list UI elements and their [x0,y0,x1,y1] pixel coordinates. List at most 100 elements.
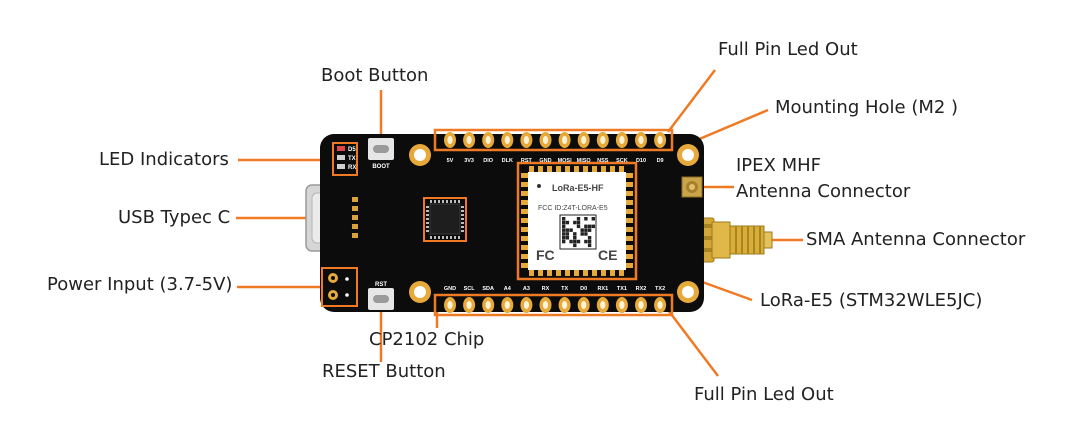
bottom-pin-hole [523,301,530,309]
qr-cell [587,239,592,244]
bottom-pin-hole [581,301,587,309]
top-pin-label: MISO [577,158,592,164]
bottom-pin-hole [485,301,491,309]
qr-cell [562,228,566,232]
led-tx [337,155,345,160]
rst-silk-label: RST [375,282,387,288]
module-fcc: FCC ID:Z4T-LORA-E5 [538,205,608,212]
bottom-pin-label: SCL [464,286,476,292]
module-pad [592,269,597,276]
qr-cell [580,232,584,236]
qr-cell [584,217,588,221]
top-pin-label: 5V [447,158,454,164]
module-pad [547,269,552,276]
bottom-pin-label: D0 [580,286,587,292]
module-name: LoRa-E5-HF [552,183,604,193]
bottom-pin-label: TX1 [617,286,627,292]
qr-cell [565,228,570,232]
bottom-pin-label: A4 [504,286,512,292]
module-pad [521,245,528,250]
qr-cell [573,243,577,248]
qr-cell [565,236,570,240]
mounting-hole-bottom-right [677,281,699,303]
top-pin-label: 3V3 [464,158,474,164]
qr-cell [562,232,566,236]
qr-cell [587,243,592,248]
bottom-pin-hole [638,301,644,309]
module-pad [592,166,597,173]
top-pin-hole [504,136,510,144]
module-pad [619,166,624,173]
qr-cell [565,232,570,236]
top-pin-hole [485,136,491,144]
qr-cell [576,239,581,244]
top-pin-hole [466,136,472,144]
lora-e5-module: LoRa-E5-HF FCC ID:Z4T-LORA-E5 FC CE [516,161,638,281]
qr-cell [562,220,566,225]
qr-cell [584,224,588,229]
module-pad [521,209,528,214]
label-boot-button: Boot Button [321,65,429,86]
qr-cell [562,239,566,244]
qr-cell [569,228,573,232]
top-pin-label: SCK [616,158,628,164]
module-pad [583,269,588,276]
bottom-pin-label: TX [561,286,568,292]
led-indicators: D5 TX RX [332,142,358,176]
module-pad [626,209,633,214]
module-ce-mark: CE [598,247,617,263]
bottom-pin-hole [542,301,549,309]
reset-button: RST [368,282,394,310]
ipex-connector [681,176,703,198]
module-pad [521,200,528,205]
qr-cell [580,228,584,232]
bottom-pin-hole [657,301,663,309]
module-pad [529,269,534,276]
module-pad [556,269,561,276]
led-d5 [337,146,345,151]
label-ipex-line1: IPEX MHF [736,155,822,176]
module-pad [521,254,528,259]
qr-cell [569,239,573,244]
top-pin-hole [638,136,644,144]
top-pin-hole [523,136,530,144]
module-pad [547,166,552,173]
qr-cell [573,239,577,244]
qr-cell [562,236,566,240]
module-pad [626,254,633,259]
qr-cell [587,224,592,229]
module-pad [626,227,633,232]
module-pad [521,191,528,196]
qr-cell [573,220,577,225]
label-sma-connector: SMA Antenna Connector [806,229,1026,250]
qr-cell [584,228,588,232]
bottom-pin-header-frame [433,293,674,317]
bottom-pin-label: TX2 [655,286,665,292]
leader-full-pin-bottom [667,309,719,377]
mounting-hole-bottom-left [409,281,431,303]
power-input-pads [321,267,358,307]
module-pad [556,166,561,173]
bottom-pin-hole [447,301,453,309]
cp2102-chip [423,197,467,242]
module-pad [583,166,588,173]
label-full-pin-bottom: Full Pin Led Out [694,384,834,405]
module-pad [601,166,606,173]
label-ipex-line2: Antenna Connector [736,181,911,202]
qr-cell [573,232,577,236]
bottom-pin-label: GND [444,286,456,292]
top-pin-header-frame [433,128,674,152]
module-pad [626,263,633,268]
qr-cell [587,236,592,240]
qr-cell [562,217,566,221]
top-pin-hole [619,136,625,144]
mounting-hole-top-left [409,144,431,166]
top-pin-hole [581,136,587,144]
qr-cell [573,236,577,240]
label-mounting-hole: Mounting Hole (M2 ) [775,97,959,118]
module-pad [538,166,543,173]
top-pin-hole [447,136,453,144]
module-pad [574,166,579,173]
